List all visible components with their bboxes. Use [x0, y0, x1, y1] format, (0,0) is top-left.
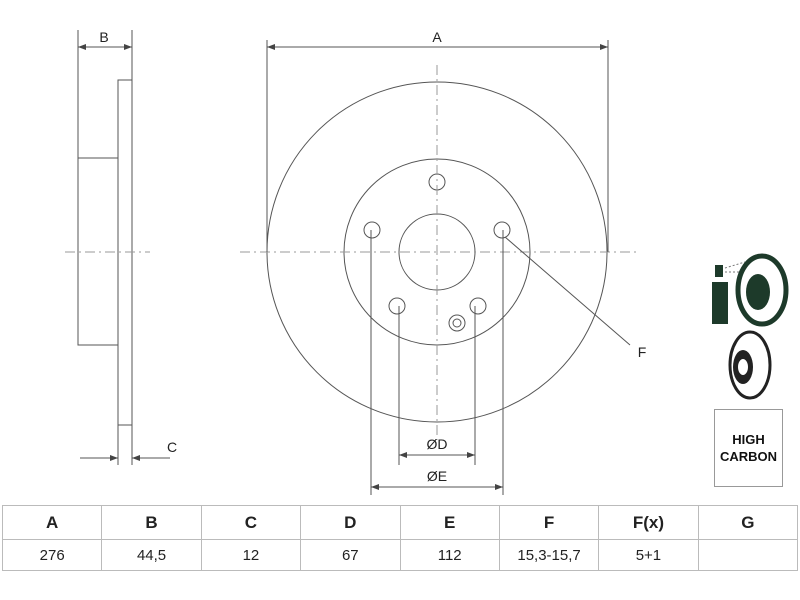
hub-side-profile [77, 157, 119, 346]
dimensions-table: A B C D E F F(x) G 276 44,5 12 67 112 15… [1, 505, 799, 571]
header-f: F [498, 505, 600, 540]
bolt-hole [469, 297, 487, 315]
dim-c-label: C [167, 439, 177, 455]
table-row: 276 44,5 12 67 112 15,3-15,7 5+1 [1, 539, 799, 571]
value-e: 112 [399, 539, 500, 571]
header-g: G [697, 505, 799, 540]
dim-d-label: ØD [427, 436, 448, 452]
brake-disc-icon [728, 330, 772, 400]
high-carbon-badge: HIGH CARBON [714, 409, 783, 487]
value-g [697, 539, 799, 571]
spray-cleaning-icon [712, 253, 789, 327]
header-c: C [200, 505, 302, 540]
bolt-hole [493, 221, 511, 239]
bolt-hole [363, 221, 381, 239]
value-fx: 5+1 [598, 539, 699, 571]
value-f: 15,3-15,7 [498, 539, 600, 571]
dim-b-label: B [99, 29, 108, 45]
header-e: E [399, 505, 500, 540]
header-fx: F(x) [598, 505, 699, 540]
badge-line-2: CARBON [719, 449, 778, 464]
dim-e-label: ØE [427, 468, 447, 484]
value-b: 44,5 [101, 539, 202, 571]
value-a: 276 [1, 539, 103, 571]
header-d: D [300, 505, 401, 540]
bolt-hole [388, 297, 406, 315]
value-d: 67 [300, 539, 401, 571]
header-b: B [101, 505, 202, 540]
dim-f-label: F [638, 344, 647, 360]
badge-line-1: HIGH [732, 432, 765, 447]
header-a: A [1, 505, 103, 540]
table-header-row: A B C D E F F(x) G [1, 505, 799, 540]
value-c: 12 [200, 539, 302, 571]
dim-a-label: A [432, 29, 442, 45]
locating-hole [448, 314, 466, 332]
